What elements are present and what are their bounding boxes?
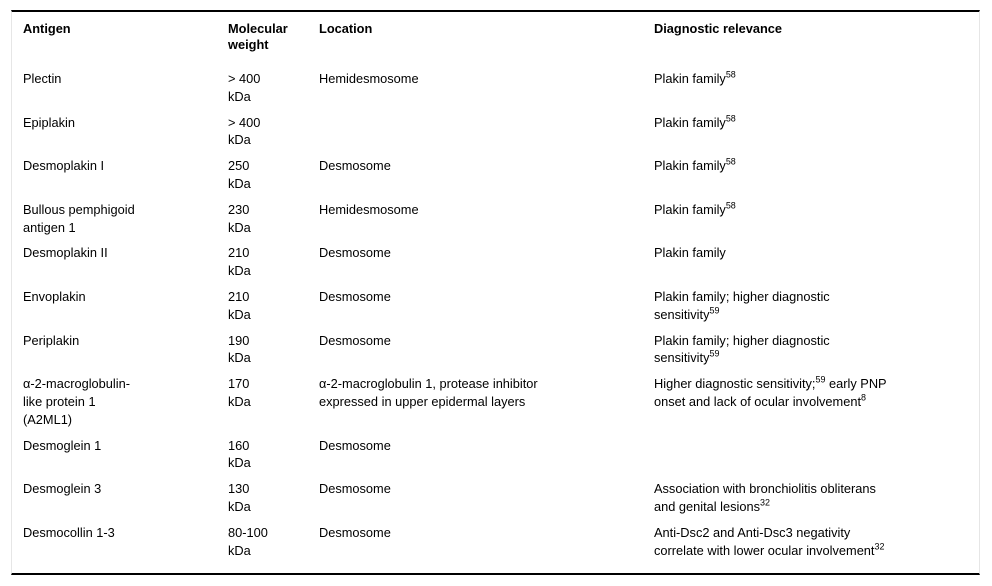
cell-location: Desmosome bbox=[319, 332, 391, 348]
cell-diagnostic-relevance: Plakin family; higher diagnostic sensiti… bbox=[643, 284, 979, 328]
cell-diagnostic-relevance: Association with bronchiolitis obliteran… bbox=[643, 476, 979, 520]
table-row: Desmoplakin I 250 kDa Desmosome Plakin fami… bbox=[12, 153, 979, 197]
diagnostic-text-continued: early PNP onset and lack of ocular invol… bbox=[654, 376, 887, 409]
cell-diagnostic-relevance: Plakin family bbox=[643, 240, 979, 284]
column-header-diagnostic-relevance: Diagnostic relevance bbox=[654, 21, 783, 36]
reference-superscript: 59 bbox=[709, 349, 720, 360]
cell-antigen: Desmoglein 1 bbox=[23, 437, 102, 453]
diagnostic-text: Plakin family bbox=[654, 71, 726, 86]
reference-superscript: 59 bbox=[815, 374, 826, 385]
cell-molecular-weight: > 400 kDa bbox=[228, 71, 261, 104]
cell-diagnostic-relevance: Plakin family58 bbox=[643, 110, 979, 154]
reference-superscript: 58 bbox=[725, 69, 736, 80]
cell-antigen: Plectin bbox=[23, 71, 62, 86]
cell-location bbox=[308, 110, 643, 154]
table-row: Plectin > 400 kDa Hemidesmosome Plakin fami… bbox=[12, 66, 979, 110]
column-header-antigen: Antigen bbox=[23, 21, 71, 36]
table-row: Epiplakin > 400 kDa Plakin family58 bbox=[12, 110, 979, 154]
table-row: Desmoplakin II 210 kDa Desmosome Plakin fam… bbox=[12, 240, 979, 284]
table-row: Desmoglein 1 160 kDa Desmosome bbox=[12, 433, 979, 477]
diagnostic-text: Anti-Dsc2 and Anti-Dsc3 negativity corre… bbox=[654, 524, 875, 558]
cell-location: Hemidesmosome bbox=[319, 71, 419, 86]
cell-molecular-weight: 210 kDa bbox=[228, 288, 251, 322]
cell-molecular-weight: 230 kDa bbox=[228, 201, 251, 235]
diagnostic-text: Plakin family; higher diagnostic sensiti… bbox=[654, 288, 830, 322]
table-row: Bullous pemphigoid antigen 1 230 kDa Hemid… bbox=[12, 197, 979, 241]
cell-molecular-weight: 250 kDa bbox=[228, 158, 251, 191]
column-header-location: Location bbox=[319, 21, 373, 36]
cell-diagnostic-relevance: Plakin family58 bbox=[643, 197, 979, 241]
cell-antigen: Bullous pemphigoid antigen 1 bbox=[23, 201, 135, 235]
table-container: Antigen Molecular weight Location Diagno… bbox=[11, 10, 980, 575]
cell-diagnostic-relevance bbox=[643, 433, 979, 477]
cell-location: Desmosome bbox=[319, 524, 391, 540]
diagnostic-text: Higher diagnostic sensitivity; bbox=[654, 376, 816, 392]
cell-antigen: α-2-macroglobulin- like protein 1 (A2ML1… bbox=[23, 376, 130, 427]
cell-diagnostic-relevance: Higher diagnostic sensitivity;59 early P… bbox=[643, 371, 979, 432]
cell-molecular-weight: > 400 kDa bbox=[228, 114, 261, 148]
reference-superscript: 32 bbox=[874, 541, 885, 552]
cell-diagnostic-relevance: Plakin family; higher diagnostic sensiti… bbox=[643, 328, 979, 372]
cell-molecular-weight: 130 kDa bbox=[228, 481, 251, 514]
table-row: Periplakin 190 kDa Desmosome Plakin family;… bbox=[12, 328, 979, 372]
cell-diagnostic-relevance: Plakin family58 bbox=[643, 153, 979, 197]
table-row: Desmoglein 3 130 kDa Desmosome Association … bbox=[12, 476, 979, 520]
cell-location: α-2-macroglobulin 1, protease inhibitor … bbox=[319, 376, 538, 409]
cell-location: Desmosome bbox=[319, 288, 391, 304]
cell-antigen: Desmocollin 1-3 bbox=[23, 524, 115, 540]
header-row: Antigen Molecular weight Location Diagno… bbox=[12, 12, 979, 66]
cell-location: Hemidesmosome bbox=[319, 201, 419, 217]
reference-superscript: 58 bbox=[725, 200, 736, 211]
diagnostic-text: Association with bronchiolitis obliteran… bbox=[654, 481, 876, 514]
cell-location: Desmosome bbox=[319, 481, 391, 497]
cell-diagnostic-relevance: Plakin family58 bbox=[643, 66, 979, 110]
diagnostic-text: Plakin family bbox=[654, 201, 726, 217]
cell-molecular-weight: 190 kDa bbox=[228, 332, 251, 366]
table-row: Envoplakin 210 kDa Desmosome Plakin family;… bbox=[12, 284, 979, 328]
cell-antigen: Epiplakin bbox=[23, 114, 75, 130]
diagnostic-text: Plakin family bbox=[654, 158, 726, 174]
cell-antigen: Periplakin bbox=[23, 332, 80, 348]
diagnostic-text: Plakin family; higher diagnostic sensiti… bbox=[654, 332, 830, 366]
cell-antigen: Envoplakin bbox=[23, 288, 86, 304]
cell-molecular-weight: 80-100 kDa bbox=[228, 524, 268, 558]
cell-antigen: Desmoplakin II bbox=[23, 245, 108, 261]
cell-location: Desmosome bbox=[319, 158, 391, 174]
cell-molecular-weight: 170 kDa bbox=[228, 376, 251, 409]
reference-superscript: 59 bbox=[709, 305, 720, 316]
cell-antigen: Desmoplakin I bbox=[23, 158, 105, 174]
diagnostic-text: Plakin family bbox=[654, 245, 726, 261]
reference-superscript: 32 bbox=[760, 497, 770, 508]
table-row: Desmocollin 1-3 80-100 kDa Desmosome Anti-D… bbox=[12, 520, 979, 564]
table-header: Antigen Molecular weight Location Diagno… bbox=[12, 12, 979, 66]
reference-superscript: 58 bbox=[725, 113, 736, 124]
cell-molecular-weight: 160 kDa bbox=[228, 437, 251, 471]
cell-location: Desmosome bbox=[319, 245, 391, 261]
reference-superscript: 8 bbox=[861, 392, 866, 403]
cell-location: Desmosome bbox=[319, 437, 391, 453]
antigen-table: Antigen Molecular weight Location Diagno… bbox=[12, 12, 979, 563]
diagnostic-text: Plakin family bbox=[654, 114, 726, 130]
table-row: α-2-macroglobulin- like protein 1 (A2ML1… bbox=[12, 371, 979, 432]
reference-superscript: 58 bbox=[725, 156, 736, 167]
cell-diagnostic-relevance: Anti-Dsc2 and Anti-Dsc3 negativity corre… bbox=[643, 520, 979, 564]
column-header-molecular-weight: Molecular weight bbox=[228, 21, 288, 52]
cell-molecular-weight: 210 kDa bbox=[228, 245, 251, 279]
cell-antigen: Desmoglein 3 bbox=[23, 481, 102, 497]
